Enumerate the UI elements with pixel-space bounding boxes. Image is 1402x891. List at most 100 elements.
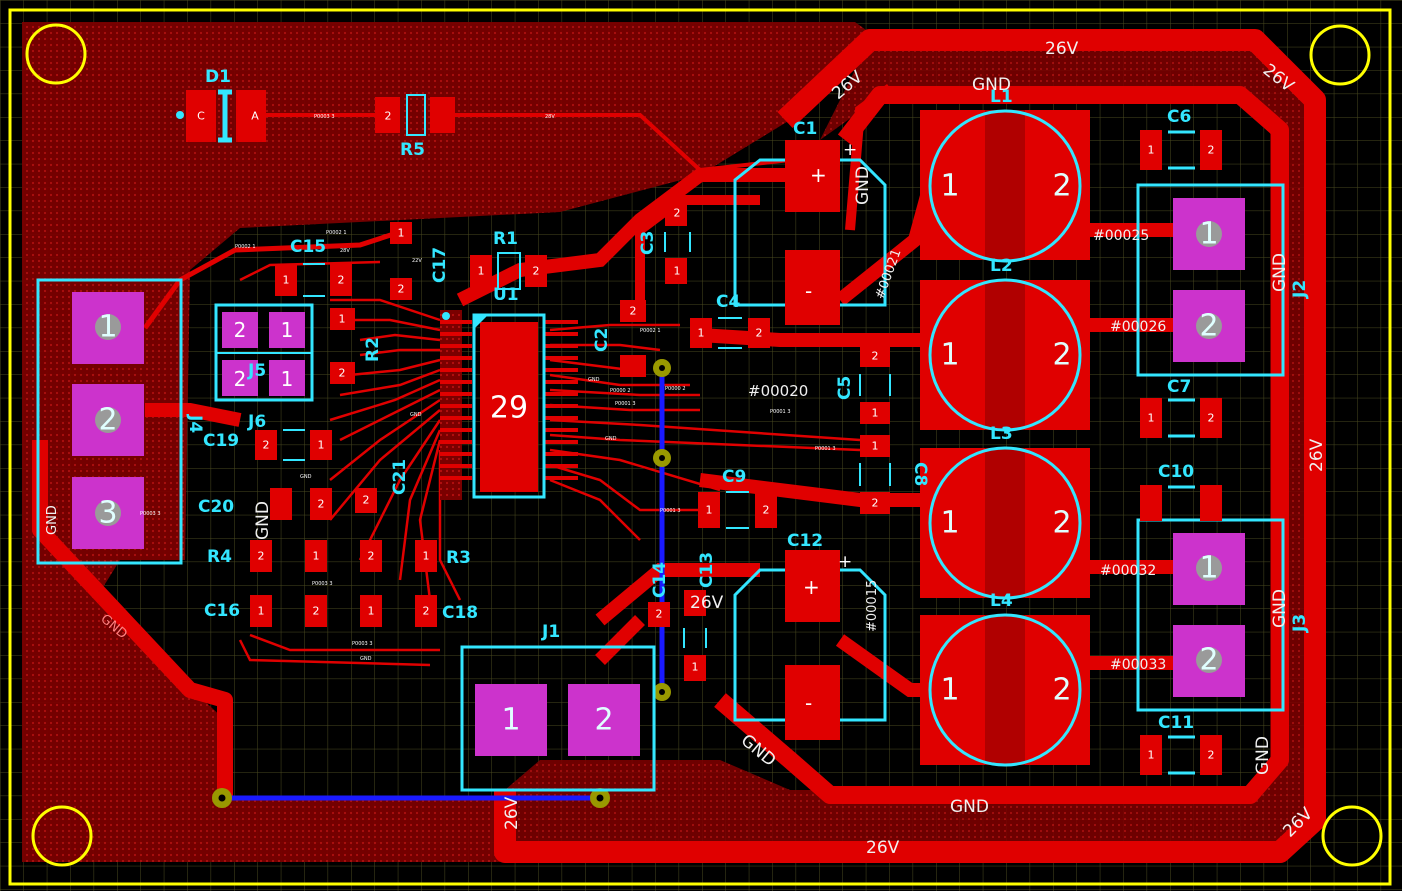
capacitor-c4[interactable]: C4 1 2 [690,292,770,349]
mounting-hole [1309,24,1371,86]
svg-text:+: + [838,552,852,572]
resistor-r4[interactable]: R4 2 1 [207,540,327,572]
capacitor-c19[interactable]: C19 [203,431,239,451]
capacitor-c3[interactable]: C3 2 1 [638,200,691,284]
capacitor-c14[interactable]: 2 C14 [648,562,670,627]
svg-text:2: 2 [1052,506,1071,541]
connector-j4[interactable]: 1 2 3 J4 GND [36,278,205,565]
svg-text:C6: C6 [1167,107,1191,127]
svg-text:L3: L3 [990,424,1013,444]
capacitor-c17[interactable]: C17 1 2 [390,222,450,300]
svg-text:J5: J5 [247,361,266,381]
svg-text:1: 1 [698,327,705,340]
svg-text:1: 1 [98,310,117,345]
svg-text:P0000 2: P0000 2 [610,388,631,394]
trace-gnd-inner [714,86,1289,804]
trace-gnd-left [32,440,233,800]
svg-text:P0001 3: P0001 3 [615,401,636,407]
svg-text:C10: C10 [1158,462,1194,482]
svg-text:#00032: #00032 [1100,563,1156,579]
svg-text:29: 29 [490,391,528,426]
inductor-l3[interactable]: L3 1 2 [920,424,1090,600]
capacitor-c1[interactable]: C1 + - + [733,119,887,325]
svg-text:2: 2 [234,367,247,391]
capacitor-c20[interactable]: C20 2 GND [198,488,332,540]
svg-text:C1: C1 [793,119,817,139]
power-copper-pour [505,40,1320,852]
resistor-r3[interactable]: R3 2 1 [360,540,471,572]
svg-text:1: 1 [940,169,959,204]
resistor-r5[interactable]: 2 R5 [375,94,455,160]
svg-text:2: 2 [339,367,346,380]
header-j5[interactable]: 2 1 2 1 J5 [214,303,314,402]
svg-text:2: 2 [1052,169,1071,204]
svg-text:C16: C16 [204,601,240,621]
svg-text:3: 3 [98,496,117,531]
svg-text:2: 2 [756,327,763,340]
svg-text:22V: 22V [412,258,422,264]
svg-text:2: 2 [1208,412,1215,425]
diode-d1[interactable]: D1 C A [176,67,266,143]
connector-j3[interactable]: 1 2 J3 GND [1136,518,1310,712]
svg-text:1: 1 [501,703,520,738]
connector-j6[interactable]: J6 2 1 [247,412,332,461]
capacitor-c18[interactable]: C18 1 2 [360,595,478,627]
svg-text:1: 1 [318,439,325,452]
capacitor-c16[interactable]: C16 1 2 [204,595,327,627]
capacitor-c7[interactable]: C7 1 2 [1140,377,1222,438]
mounting-hole [31,805,93,867]
svg-text:C: C [197,110,205,123]
capacitor-c11[interactable]: C11 1 2 [1140,713,1222,775]
svg-text:1: 1 [283,274,290,287]
svg-text:28V: 28V [340,248,350,254]
inductor-l4[interactable]: L4 1 2 [920,591,1090,767]
svg-text:2: 2 [630,305,637,318]
svg-text:P0003 3: P0003 3 [312,581,333,587]
capacitor-c12[interactable]: C12 + - + [733,531,887,740]
capacitor-c15[interactable]: C15 1 2 [275,237,352,297]
board-outline [8,8,1392,886]
svg-text:J4: J4 [185,414,205,433]
svg-text:26V: 26V [1045,39,1079,59]
capacitor-c8[interactable]: C8 1 2 [859,435,930,514]
svg-text:J6: J6 [247,412,266,432]
svg-text:A: A [251,110,259,123]
svg-text:2: 2 [872,497,879,510]
svg-text:C5: C5 [835,376,855,400]
svg-text:2: 2 [872,350,879,363]
capacitor-c9[interactable]: C9 1 2 [698,467,777,529]
svg-text:C4: C4 [716,292,740,312]
svg-text:P0001 3: P0001 3 [770,409,791,415]
inductor-l1[interactable]: L1 1 2 [920,87,1090,263]
capacitor-c6[interactable]: C6 1 2 [1140,107,1222,170]
svg-text:C9: C9 [722,467,746,487]
svg-text:26V: 26V [866,838,900,858]
svg-text:26V: 26V [690,593,724,613]
capacitor-c5[interactable]: C5 2 1 [835,345,891,424]
connector-j1[interactable]: J1 1 2 [460,622,656,792]
svg-text:1: 1 [281,318,294,342]
svg-text:1: 1 [258,605,265,618]
svg-text:2: 2 [263,439,270,452]
capacitor-c10[interactable]: C10 [1140,462,1222,521]
mounting-hole [1321,805,1383,867]
svg-text:GND: GND [300,474,312,480]
svg-text:1: 1 [674,265,681,278]
svg-text:1: 1 [313,550,320,563]
svg-text:#00025: #00025 [1093,228,1149,244]
resistor-r2[interactable]: R2 1 2 [330,308,383,384]
svg-text:2: 2 [363,494,370,507]
trace-l2 [699,328,930,347]
inductor-l2[interactable]: L2 1 2 [920,256,1090,432]
svg-text:P0003 3: P0003 3 [140,511,161,517]
capacitor-c21[interactable]: 2 C21 [355,459,410,513]
svg-text:2: 2 [763,504,770,517]
svg-text:1: 1 [692,661,699,674]
svg-text:GND: GND [410,412,422,418]
resistor-r1[interactable]: R1 1 2 [470,229,547,290]
connector-j2[interactable]: 1 2 J2 GND [1136,183,1310,377]
capacitor-c13[interactable]: C13 1 [683,552,717,681]
capacitor-c2[interactable]: C2 2 [592,300,646,377]
ic-u1[interactable]: U1 29 [440,285,578,500]
